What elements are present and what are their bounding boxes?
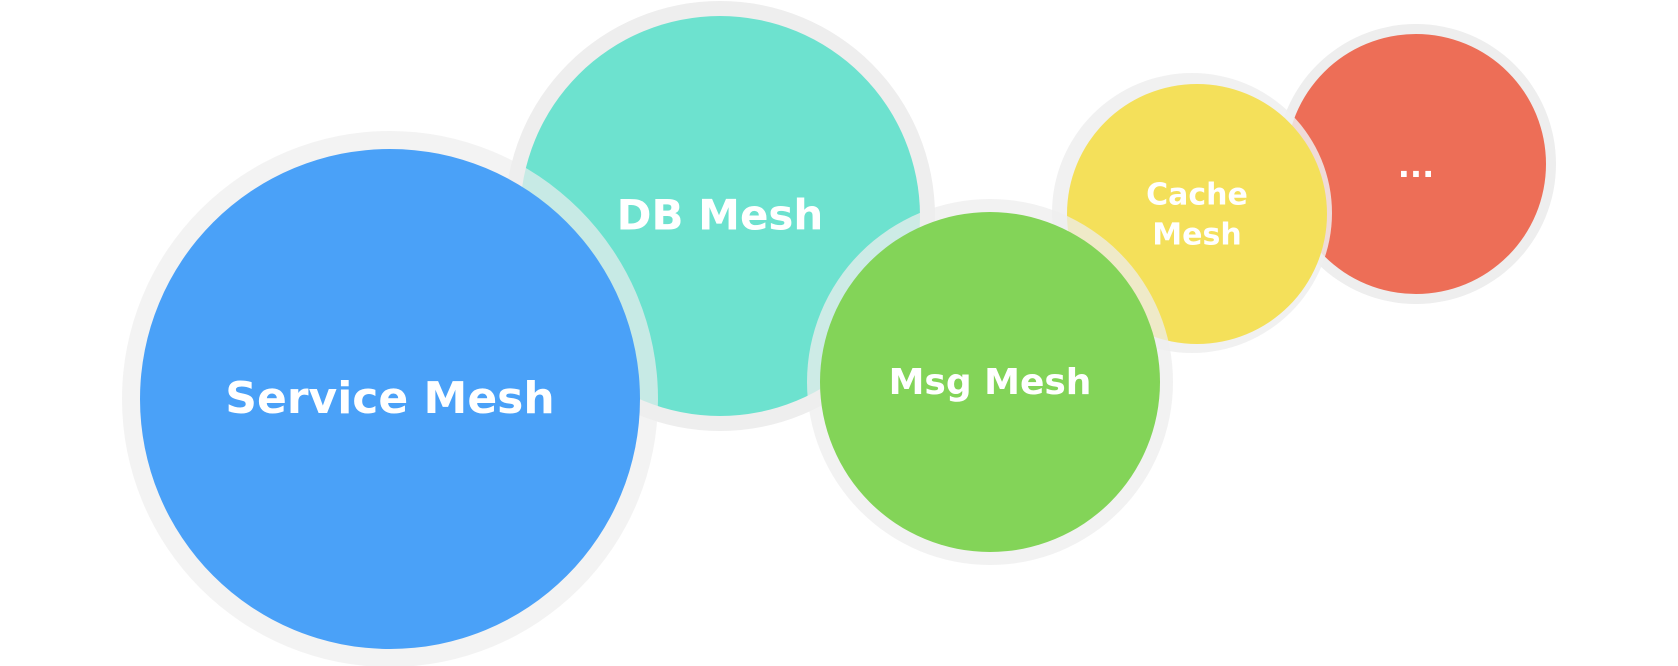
more-label: ... <box>1398 147 1434 185</box>
service-mesh-label: Service Mesh <box>225 373 554 424</box>
msg-mesh-bubble: Msg Mesh <box>807 199 1173 565</box>
msg-mesh-circle <box>820 212 1160 552</box>
more-circle <box>1286 34 1546 294</box>
service-mesh-circle <box>140 149 640 649</box>
service-mesh-bubble: Service Mesh <box>122 131 658 666</box>
cache-mesh-label-line-1: Cache <box>1146 178 1248 213</box>
db-mesh-label: DB Mesh <box>617 191 824 240</box>
cache-mesh-label-line-2: Mesh <box>1152 218 1241 253</box>
more-bubble: ... <box>1276 24 1556 304</box>
msg-mesh-label: Msg Mesh <box>889 362 1092 403</box>
